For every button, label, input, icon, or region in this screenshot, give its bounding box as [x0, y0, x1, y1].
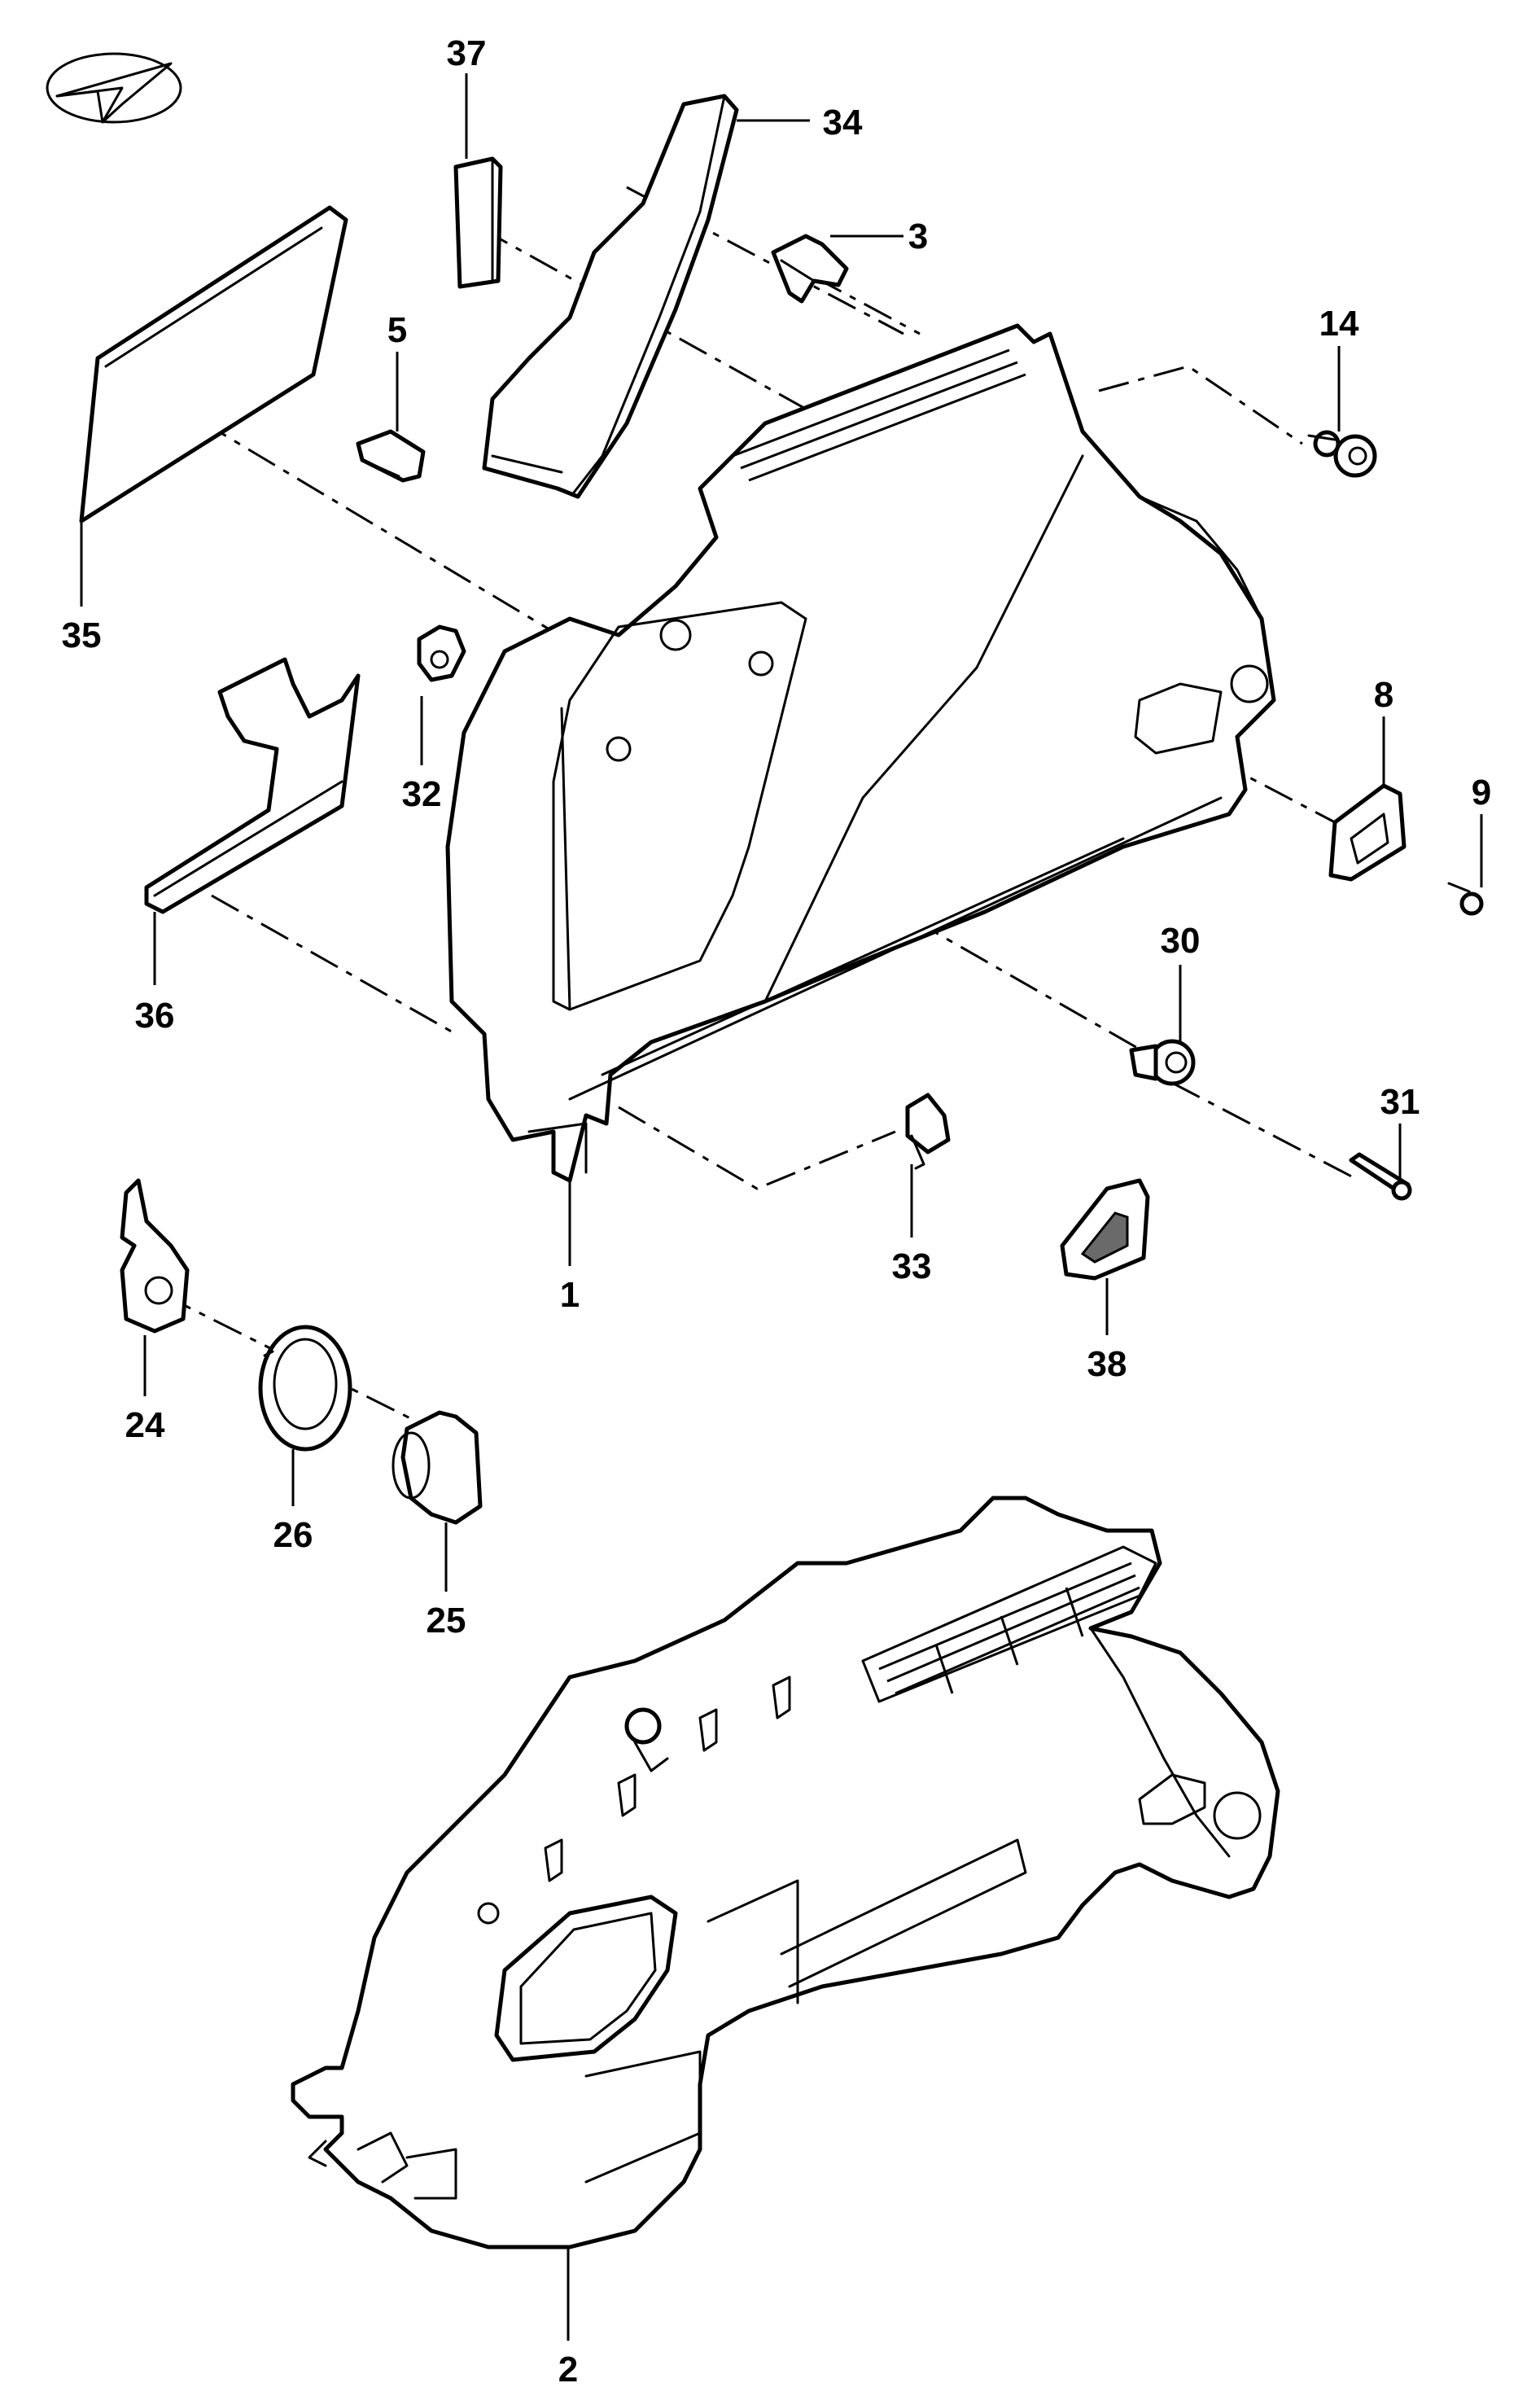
label-9: 9: [1472, 773, 1491, 813]
part-26-ring: [258, 1325, 352, 1452]
part-31-bolt: [1349, 1152, 1412, 1201]
label-37: 37: [447, 33, 487, 73]
label-35: 35: [62, 615, 102, 655]
part-number-labels: 37 34 3 5 14 35 32 8 9 36 30 31 1 33 38 …: [62, 33, 1492, 2390]
part-35-trim-panel: [79, 205, 348, 523]
part-36-trim-piece: [144, 657, 361, 914]
leader-lines: [80, 73, 1483, 2341]
part-38-cover: [1060, 1178, 1150, 1281]
label-31: 31: [1380, 1082, 1420, 1122]
label-5: 5: [387, 310, 407, 350]
label-33: 33: [892, 1246, 932, 1286]
label-36: 36: [135, 996, 175, 1036]
orientation-compass-icon: [46, 52, 182, 124]
label-1: 1: [560, 1275, 580, 1315]
part-8-trim-ring: [1328, 783, 1407, 882]
label-38: 38: [1087, 1344, 1127, 1384]
label-25: 25: [427, 1601, 466, 1641]
label-3: 3: [908, 217, 928, 256]
label-24: 24: [125, 1405, 165, 1445]
part-30-fastener: [1129, 1039, 1196, 1086]
part-3-clip: [771, 234, 849, 304]
part-33-clip: [905, 1093, 951, 1170]
label-32: 32: [402, 774, 442, 814]
part-5-clip: [356, 429, 426, 483]
part-1-side-trim-panel: [445, 323, 1276, 1183]
part-2-lower-trim-panel: [291, 1496, 1280, 2249]
part-25-cap: [392, 1410, 483, 1525]
part-24-bracket: [120, 1178, 190, 1334]
label-2: 2: [558, 2350, 578, 2390]
label-8: 8: [1374, 675, 1393, 715]
label-14: 14: [1319, 304, 1359, 344]
part-37-block: [453, 156, 503, 289]
part-9-screw: [1447, 882, 1484, 916]
part-32-clip: [417, 624, 466, 682]
label-34: 34: [823, 103, 863, 142]
part-14-push-clip: [1307, 430, 1377, 478]
part-34-pillar-trim: [482, 94, 739, 499]
label-30: 30: [1161, 921, 1201, 961]
label-26: 26: [273, 1515, 313, 1555]
